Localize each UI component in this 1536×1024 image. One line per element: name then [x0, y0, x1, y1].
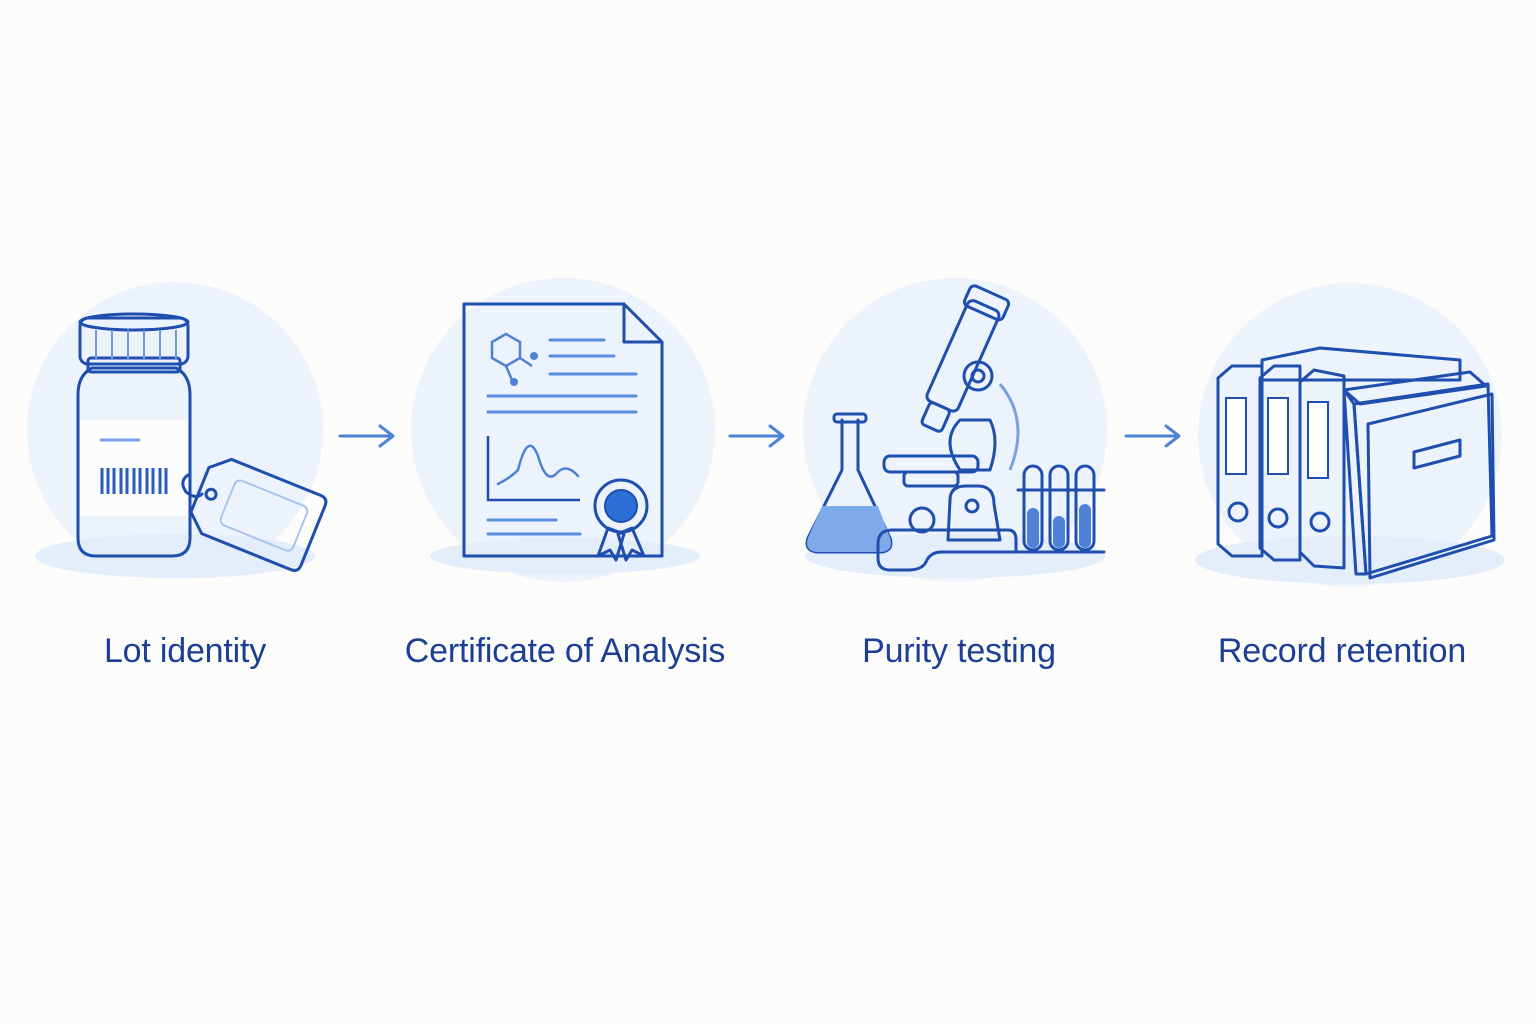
binders-archive-icon	[1216, 346, 1496, 580]
step-3-background-circle	[803, 278, 1107, 582]
step-3-label: Purity testing	[862, 632, 1056, 670]
microscope-lab-icon	[805, 284, 1106, 572]
step-1-label: Lot identity	[103, 632, 267, 670]
step-2-background-circle	[411, 278, 715, 582]
pill-bottle-with-tag-icon	[76, 312, 328, 572]
arrow-1-icon	[338, 424, 395, 448]
arrow-3-icon	[1124, 424, 1181, 448]
certificate-document-icon	[462, 302, 664, 562]
arrow-2-icon	[728, 424, 785, 448]
step-4-label: Record retention	[1217, 632, 1467, 670]
step-2-label: Certificate of Analysis	[404, 632, 726, 670]
